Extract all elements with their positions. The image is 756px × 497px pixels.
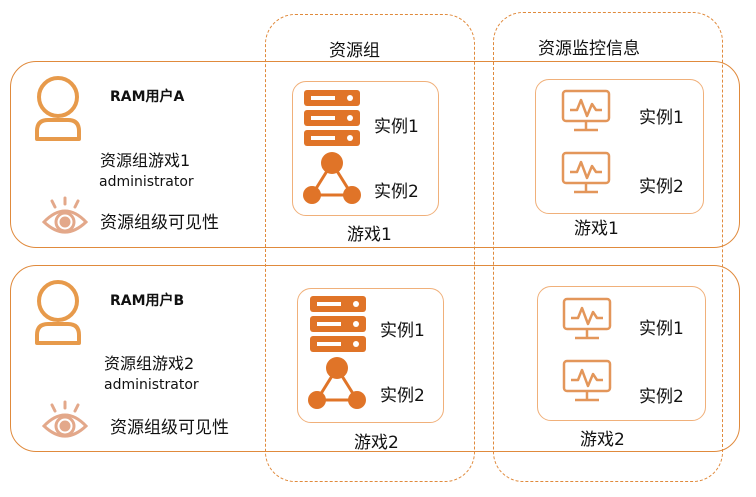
network-icon (308, 357, 366, 409)
user-b-role: administrator (104, 377, 199, 393)
eye-icon (41, 400, 89, 438)
monitor-b-label: 游戏2 (580, 430, 625, 450)
monitor-a-instance-1: 实例1 (639, 108, 684, 128)
resource-group-column-title: 资源组 (329, 41, 380, 61)
resource-card-b (297, 288, 444, 423)
user-b-group-name: 资源组游戏2 (104, 354, 195, 373)
monitor-card-b (537, 286, 706, 421)
resource-b-instance-2: 实例2 (380, 386, 425, 406)
monitor-icon (561, 89, 611, 132)
monitor-card-a (535, 79, 704, 214)
user-a-role: administrator (99, 174, 194, 190)
row-user-a (10, 61, 740, 248)
resource-group-column (265, 14, 475, 482)
user-b-name: RAM用户B (110, 293, 185, 309)
monitor-b-instance-1: 实例1 (639, 319, 684, 339)
monitor-icon (561, 151, 611, 194)
monitor-b-instance-2: 实例2 (639, 387, 684, 407)
user-a-name: RAM用户A (110, 89, 185, 105)
user-icon (35, 280, 81, 345)
resource-a-instance-2: 实例2 (374, 182, 419, 202)
eye-icon (41, 196, 89, 234)
monitor-info-column-title: 资源监控信息 (538, 39, 640, 59)
user-a-visibility: 资源组级可见性 (100, 213, 219, 233)
user-b-visibility: 资源组级可见性 (110, 418, 229, 438)
resource-b-label: 游戏2 (354, 433, 399, 453)
monitor-icon (562, 297, 612, 340)
monitor-a-instance-2: 实例2 (639, 177, 684, 197)
monitor-a-label: 游戏1 (574, 219, 619, 239)
server-icon (304, 90, 360, 146)
resource-card-a (292, 81, 439, 216)
network-icon (303, 152, 361, 204)
resource-b-instance-1: 实例1 (380, 321, 425, 341)
server-icon (310, 296, 366, 352)
user-icon (35, 76, 81, 141)
monitor-icon (562, 359, 612, 402)
user-a-group-name: 资源组游戏1 (100, 151, 191, 170)
resource-a-instance-1: 实例1 (374, 117, 419, 137)
row-user-b (10, 265, 740, 452)
resource-a-label: 游戏1 (347, 225, 392, 245)
